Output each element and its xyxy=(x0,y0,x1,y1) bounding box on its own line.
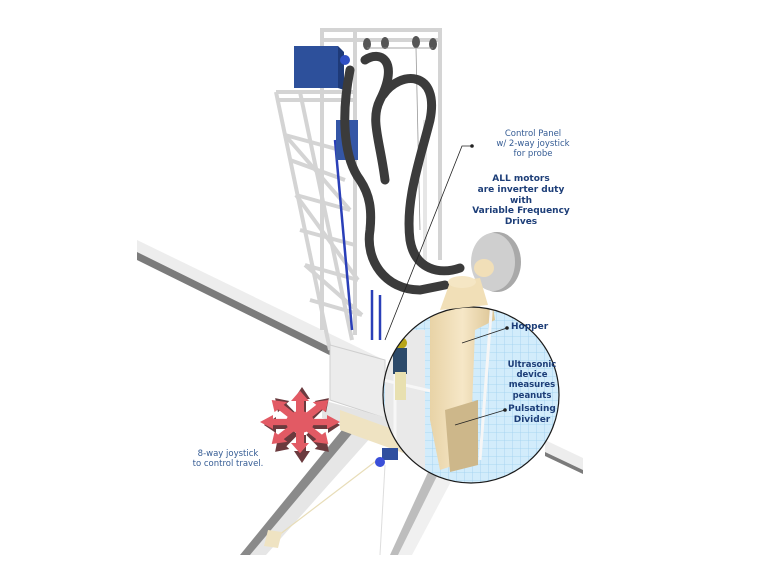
hopper-label: Hopper xyxy=(511,322,549,332)
sonic-wheel xyxy=(471,232,521,292)
ultrasonic-label: Ultrasonic device measures peanuts xyxy=(507,360,557,401)
joystick-label: 8-way joystick to control travel. xyxy=(192,449,264,470)
drive-shafts xyxy=(333,139,382,340)
magnifier-circle xyxy=(382,306,560,484)
control-panel-label: Control Panel w/ 2-way joystick for prob… xyxy=(496,129,570,160)
travel-motor xyxy=(375,448,398,467)
leader-dot xyxy=(503,408,507,412)
hopper-top xyxy=(440,276,488,310)
tower-frame xyxy=(274,28,442,351)
hoses xyxy=(340,51,465,295)
worker-figure xyxy=(393,337,407,400)
leader-lines xyxy=(384,145,508,426)
eight-way-arrow-icon xyxy=(260,387,340,463)
leader-dot xyxy=(470,144,474,148)
gantry-beams xyxy=(137,240,583,556)
leader-dot xyxy=(505,326,509,330)
motors-note-label: ALL motors are inverter duty with Variab… xyxy=(472,174,570,228)
top-motor xyxy=(294,46,350,90)
pulsating-divider-label: Pulsating Divider xyxy=(508,404,556,425)
